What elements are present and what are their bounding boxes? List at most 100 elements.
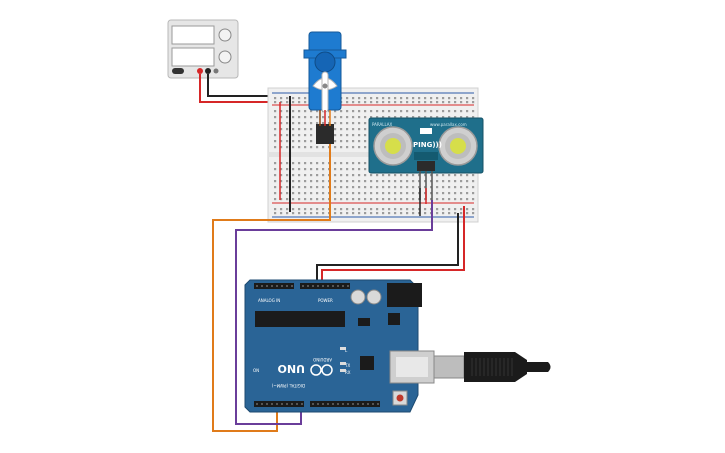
breadboard-hole[interactable] — [334, 168, 337, 171]
breadboard-hole[interactable] — [406, 110, 409, 113]
breadboard-hole[interactable] — [472, 212, 475, 215]
breadboard-hole[interactable] — [418, 198, 421, 201]
breadboard-hole[interactable] — [274, 128, 277, 131]
wire-arduino-5v[interactable] — [321, 206, 465, 286]
header-pin[interactable] — [261, 285, 263, 287]
breadboard-hole[interactable] — [388, 192, 391, 195]
breadboard-hole[interactable] — [316, 162, 319, 165]
breadboard-hole[interactable] — [394, 180, 397, 183]
breadboard-hole[interactable] — [352, 174, 355, 177]
breadboard-hole[interactable] — [382, 101, 385, 104]
breadboard-hole[interactable] — [346, 128, 349, 131]
breadboard-hole[interactable] — [334, 198, 337, 201]
breadboard-hole[interactable] — [280, 110, 283, 113]
ping-header-pins[interactable] — [417, 161, 435, 171]
header-pin[interactable] — [312, 403, 314, 405]
header-pin[interactable] — [362, 403, 364, 405]
breadboard-hole[interactable] — [346, 192, 349, 195]
breadboard-hole[interactable] — [436, 192, 439, 195]
breadboard-hole[interactable] — [472, 174, 475, 177]
breadboard-hole[interactable] — [322, 212, 325, 215]
breadboard-hole[interactable] — [346, 208, 349, 211]
breadboard-hole[interactable] — [364, 97, 367, 100]
breadboard-hole[interactable] — [340, 174, 343, 177]
power-header[interactable] — [300, 283, 350, 289]
breadboard-hole[interactable] — [394, 110, 397, 113]
breadboard-hole[interactable] — [400, 180, 403, 183]
breadboard-hole[interactable] — [358, 116, 361, 119]
breadboard-hole[interactable] — [472, 192, 475, 195]
breadboard-hole[interactable] — [286, 122, 289, 125]
breadboard-hole[interactable] — [448, 97, 451, 100]
breadboard-hole[interactable] — [376, 180, 379, 183]
breadboard-hole[interactable] — [424, 180, 427, 183]
breadboard-hole[interactable] — [370, 174, 373, 177]
breadboard-hole[interactable] — [346, 146, 349, 149]
breadboard-hole[interactable] — [352, 134, 355, 137]
breadboard-hole[interactable] — [460, 180, 463, 183]
breadboard-hole[interactable] — [280, 122, 283, 125]
breadboard-hole[interactable] — [280, 128, 283, 131]
breadboard-hole[interactable] — [310, 180, 313, 183]
breadboard-hole[interactable] — [286, 146, 289, 149]
breadboard-hole[interactable] — [412, 97, 415, 100]
breadboard-hole[interactable] — [274, 140, 277, 143]
breadboard-hole[interactable] — [310, 110, 313, 113]
breadboard-hole[interactable] — [334, 192, 337, 195]
breadboard-hole[interactable] — [340, 186, 343, 189]
breadboard-hole[interactable] — [454, 192, 457, 195]
breadboard-hole[interactable] — [346, 162, 349, 165]
breadboard-hole[interactable] — [382, 212, 385, 215]
breadboard-hole[interactable] — [274, 192, 277, 195]
breadboard-hole[interactable] — [322, 122, 325, 125]
breadboard-hole[interactable] — [472, 110, 475, 113]
breadboard-hole[interactable] — [436, 97, 439, 100]
breadboard-hole[interactable] — [316, 174, 319, 177]
breadboard-hole[interactable] — [418, 101, 421, 104]
breadboard-hole[interactable] — [460, 101, 463, 104]
breadboard-hole[interactable] — [304, 110, 307, 113]
breadboard-hole[interactable] — [292, 140, 295, 143]
breadboard-hole[interactable] — [352, 128, 355, 131]
breadboard-hole[interactable] — [400, 101, 403, 104]
breadboard-hole[interactable] — [442, 208, 445, 211]
breadboard-hole[interactable] — [358, 134, 361, 137]
breadboard-hole[interactable] — [340, 208, 343, 211]
breadboard-hole[interactable] — [364, 162, 367, 165]
breadboard-hole[interactable] — [364, 174, 367, 177]
header-pin[interactable] — [271, 285, 273, 287]
breadboard-hole[interactable] — [292, 122, 295, 125]
breadboard-hole[interactable] — [370, 97, 373, 100]
breadboard-hole[interactable] — [280, 146, 283, 149]
breadboard-hole[interactable] — [346, 101, 349, 104]
breadboard-hole[interactable] — [358, 198, 361, 201]
breadboard-hole[interactable] — [298, 134, 301, 137]
breadboard-hole[interactable] — [304, 168, 307, 171]
breadboard-hole[interactable] — [298, 162, 301, 165]
breadboard-hole[interactable] — [334, 128, 337, 131]
breadboard-hole[interactable] — [280, 162, 283, 165]
header-pin[interactable] — [352, 403, 354, 405]
breadboard-hole[interactable] — [436, 180, 439, 183]
power-switch[interactable] — [172, 68, 184, 74]
breadboard-hole[interactable] — [418, 208, 421, 211]
breadboard-hole[interactable] — [280, 134, 283, 137]
breadboard-hole[interactable] — [286, 140, 289, 143]
breadboard-hole[interactable] — [316, 168, 319, 171]
breadboard-hole[interactable] — [472, 101, 475, 104]
breadboard-hole[interactable] — [376, 110, 379, 113]
breadboard-hole[interactable] — [460, 110, 463, 113]
breadboard-hole[interactable] — [352, 212, 355, 215]
breadboard-hole[interactable] — [328, 122, 331, 125]
breadboard-hole[interactable] — [382, 192, 385, 195]
breadboard-hole[interactable] — [280, 198, 283, 201]
breadboard-hole[interactable] — [280, 116, 283, 119]
breadboard-hole[interactable] — [442, 212, 445, 215]
header-pin[interactable] — [261, 403, 263, 405]
breadboard-hole[interactable] — [310, 198, 313, 201]
breadboard-hole[interactable] — [286, 168, 289, 171]
breadboard-hole[interactable] — [280, 180, 283, 183]
header-pin[interactable] — [312, 285, 314, 287]
breadboard-hole[interactable] — [364, 140, 367, 143]
breadboard-hole[interactable] — [274, 162, 277, 165]
